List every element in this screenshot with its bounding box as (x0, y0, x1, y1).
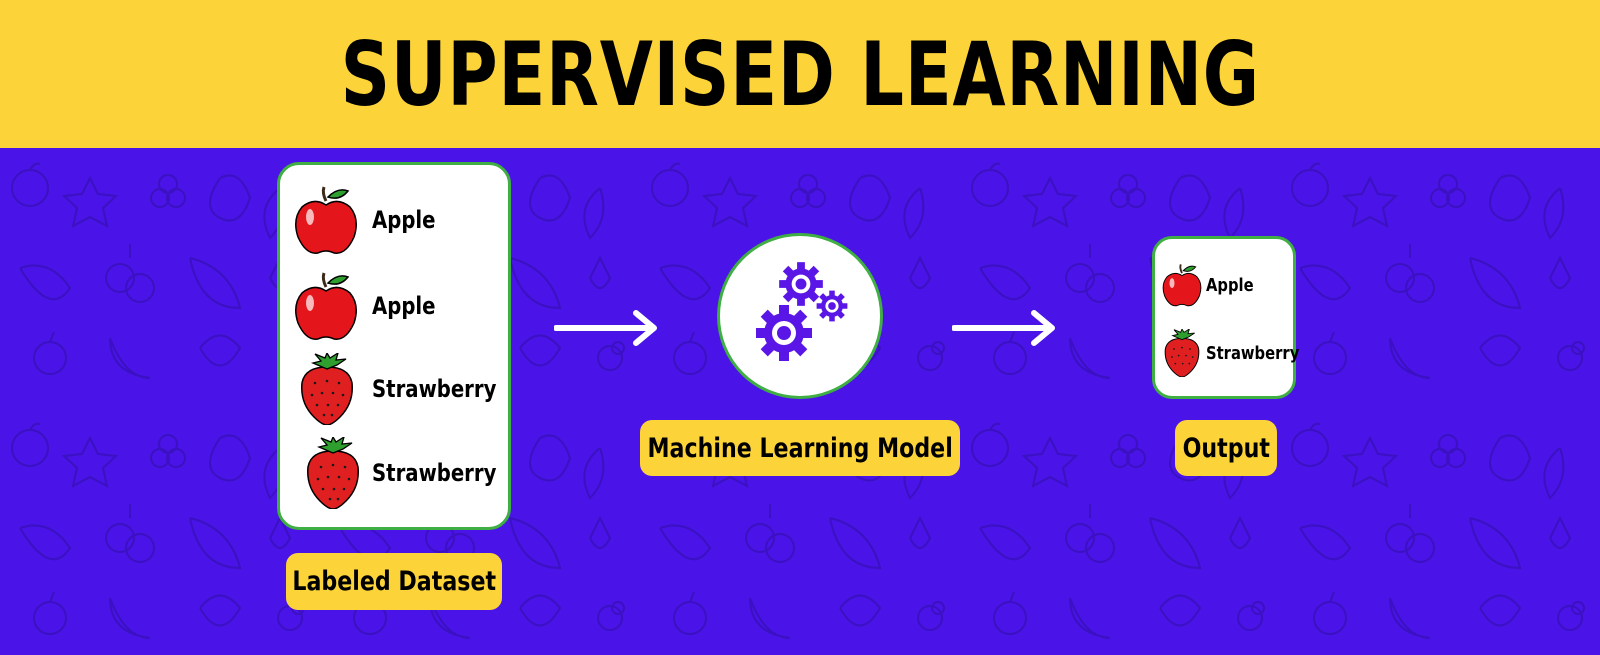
gears-icon (756, 262, 848, 361)
list-item: Strawberry (306, 437, 524, 509)
list-item: Strawberry (300, 353, 524, 425)
page-title: SUPERVISED LEARNING (340, 22, 1260, 126)
apple-icon (1162, 264, 1202, 307)
title-banner: SUPERVISED LEARNING (0, 0, 1600, 148)
item-label: Strawberry (1206, 342, 1300, 364)
output-card: Apple Strawberry (1152, 236, 1299, 399)
list-item: Apple (294, 271, 449, 341)
strawberry-icon (307, 437, 359, 509)
arrow-right-icon (952, 310, 1055, 346)
output-text: Output (1182, 432, 1270, 464)
list-item: Strawberry (1164, 329, 1320, 377)
arrow-right-icon (554, 310, 657, 346)
item-label: Strawberry (372, 459, 497, 487)
apple-icon (295, 186, 357, 254)
item-label: Apple (372, 206, 436, 234)
machine-learning-model-text: Machine Learning Model (647, 432, 953, 464)
machine-learning-model-circle (717, 233, 883, 399)
labeled-dataset-card: Apple Apple Strawberry Strawberry (277, 162, 511, 530)
item-label: Strawberry (372, 375, 497, 403)
output-label: Output (1175, 420, 1277, 476)
strawberry-icon (1164, 329, 1200, 377)
labeled-dataset-text: Labeled Dataset (292, 566, 496, 597)
list-item: Apple (1162, 263, 1264, 307)
fruit-pattern-background (0, 148, 1600, 655)
apple-icon (295, 272, 357, 340)
strawberry-icon (301, 353, 353, 425)
machine-learning-model-label: Machine Learning Model (640, 420, 960, 476)
list-item: Apple (294, 185, 449, 255)
labeled-dataset-label: Labeled Dataset (286, 553, 502, 610)
item-label: Apple (372, 292, 436, 320)
item-label: Apple (1206, 274, 1254, 296)
